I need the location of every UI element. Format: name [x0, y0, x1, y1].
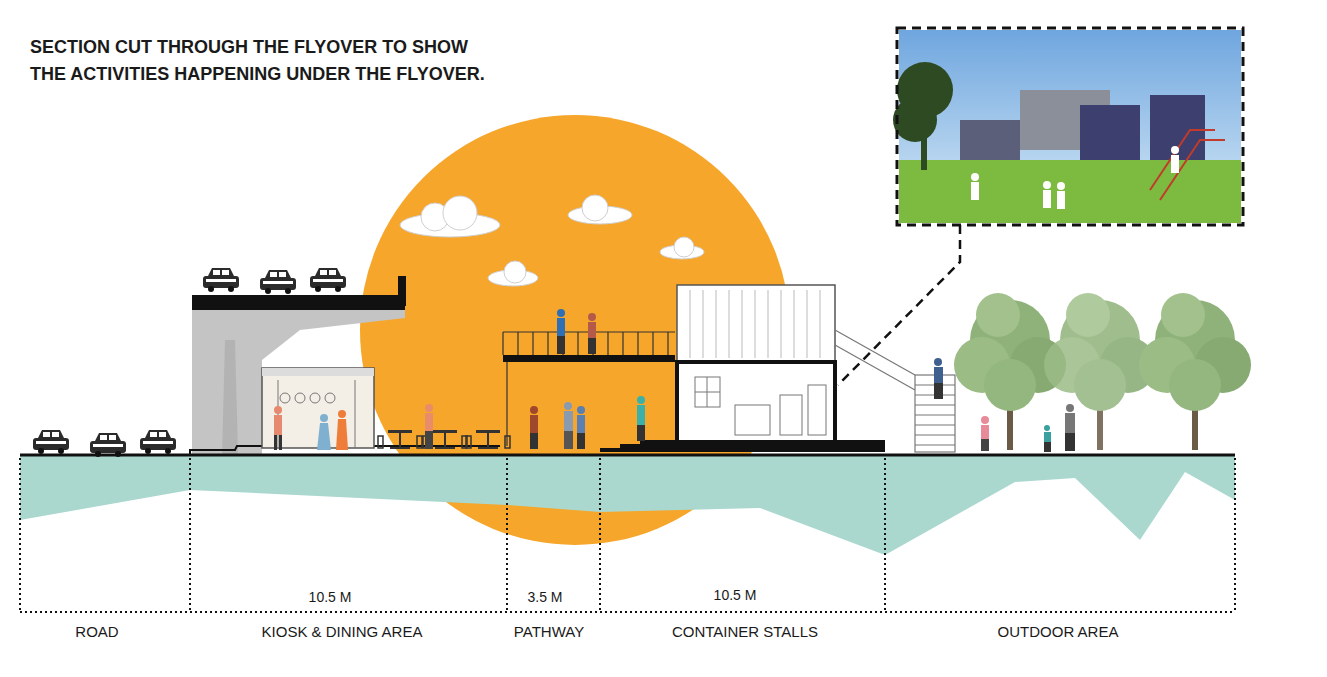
zone-label: KIOSK & DINING AREA — [259, 623, 426, 640]
zone-label: ROAD — [72, 623, 121, 640]
dimension-label: 3.5 M — [524, 589, 565, 605]
zone-label: CONTAINER STALLS — [669, 623, 821, 640]
diagram-title: SECTION CUT THROUGH THE FLYOVER TO SHOW … — [30, 34, 500, 88]
zone-label: PATHWAY — [511, 623, 587, 640]
zone-label: OUTDOOR AREA — [995, 623, 1122, 640]
dimension-label: 10.5 M — [306, 589, 355, 605]
dimension-label: 10.5 M — [711, 587, 760, 603]
